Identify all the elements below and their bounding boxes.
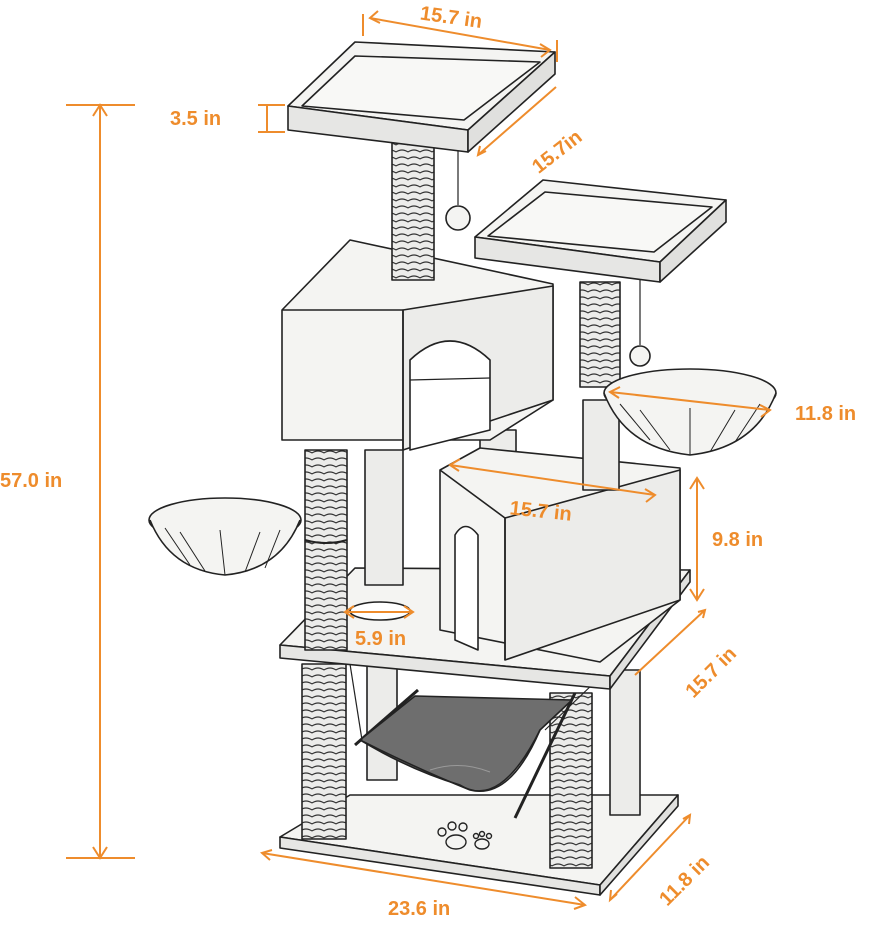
sisal-post: [549, 692, 593, 869]
middle-platform-depth-label: 15.7 in: [682, 643, 742, 703]
paw-print-icon: [437, 821, 493, 850]
condo-door: [454, 525, 479, 651]
base-width-label: 23.6 in: [388, 898, 450, 920]
post: [364, 449, 404, 586]
basket-diameter-label: 11.8 in: [795, 403, 856, 425]
base-depth-label: 11.8 in: [655, 852, 714, 911]
upper-condo: [281, 239, 554, 451]
platform-lip-height-label: 3.5 in: [170, 108, 221, 130]
hole-diameter-label: 5.9 in: [355, 628, 406, 650]
hanging-basket: [148, 497, 302, 576]
dimension-lines: [66, 10, 772, 910]
hammock: [349, 663, 596, 819]
post: [582, 399, 620, 491]
total-height-label: 57.0 in: [0, 470, 62, 492]
sisal-post: [391, 139, 435, 281]
lower-condo: [439, 447, 681, 663]
condo-height-label: 9.8 in: [712, 529, 763, 551]
condo-door: [409, 340, 491, 451]
sisal-band: [304, 539, 348, 544]
hanging-basket: [603, 368, 777, 456]
post: [609, 669, 641, 816]
second-perch-platform: [474, 179, 727, 283]
sisal-post: [304, 449, 348, 651]
hanging-ball-icon: [629, 280, 651, 367]
sisal-post: [301, 663, 347, 840]
top-platform-depth-label: 15.7in: [528, 126, 586, 178]
sisal-post: [579, 281, 621, 388]
top-perch-platform: [287, 41, 556, 153]
